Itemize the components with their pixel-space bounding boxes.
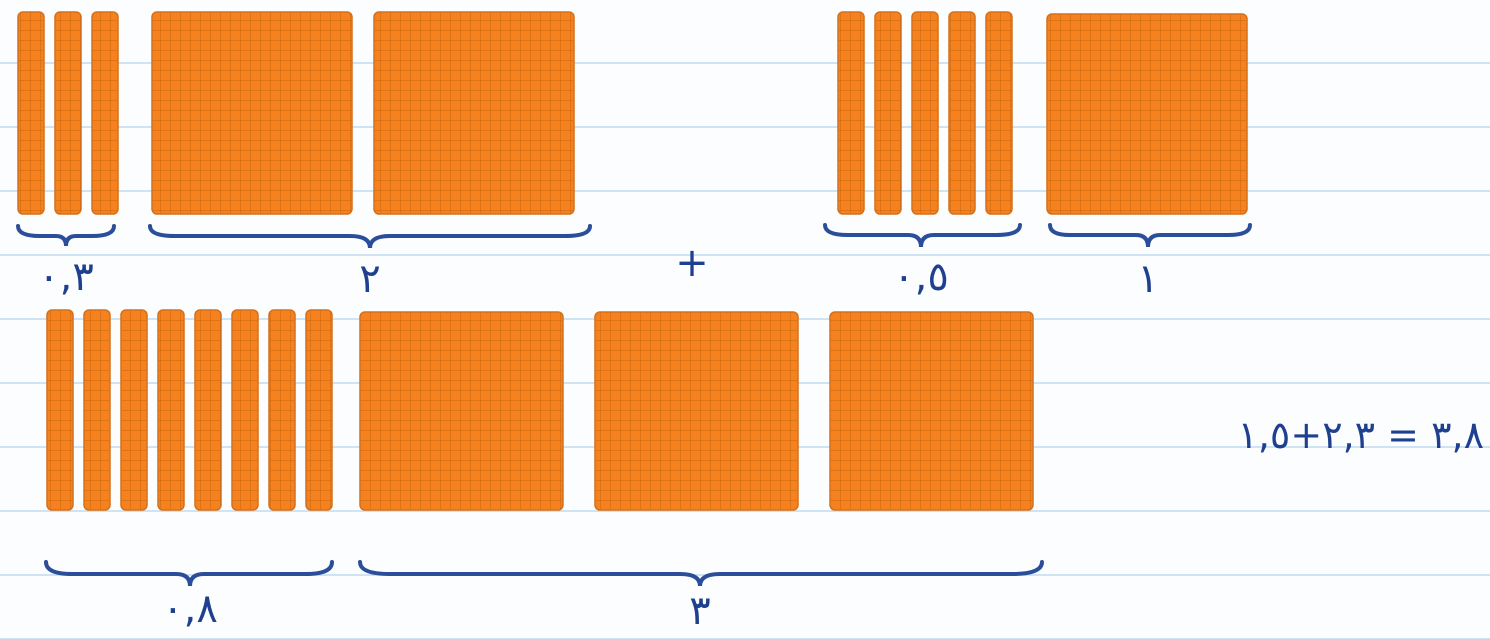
block-grid-overlay <box>875 12 901 214</box>
brace-top-right-tenths <box>825 225 1020 247</box>
label-top-right-ones: ١ <box>1137 256 1158 302</box>
brace-top-left-ones <box>150 226 590 248</box>
block-grid-overlay <box>232 310 258 510</box>
label-top-left-tenths: ٠,٣ <box>38 254 94 300</box>
brace-top-left-tenths <box>18 226 114 246</box>
equation: ٣,٨ = ٢,٣+١,٥ <box>1237 413 1484 457</box>
block-grid-overlay <box>306 310 332 510</box>
block-grid-overlay <box>986 12 1012 214</box>
label-bottom-tenths: ٠,٨ <box>162 586 218 632</box>
block-grid-overlay <box>158 310 184 510</box>
base-ten-blocks <box>18 12 1247 510</box>
block-grid-overlay <box>55 12 81 214</box>
brace-bottom-tenths <box>46 562 332 586</box>
block-grid-overlay <box>595 312 798 510</box>
block-grid-overlay <box>838 12 864 214</box>
block-grid-overlay <box>152 12 352 214</box>
brace-bottom-ones <box>360 562 1042 586</box>
label-top-right-tenths: ٠,٥ <box>893 254 949 300</box>
plus-sign: + <box>675 240 709 286</box>
block-grid-overlay <box>121 310 147 510</box>
brace-top-right-ones <box>1050 225 1250 247</box>
block-grid-overlay <box>92 12 118 214</box>
label-top-left-ones: ٢ <box>359 256 380 302</box>
block-grid-overlay <box>1047 14 1247 214</box>
block-grid-overlay <box>912 12 938 214</box>
block-grid-overlay <box>195 310 221 510</box>
block-grid-overlay <box>830 312 1033 510</box>
block-grid-overlay <box>949 12 975 214</box>
block-grid-overlay <box>84 310 110 510</box>
label-bottom-ones: ٣ <box>689 588 710 634</box>
block-grid-overlay <box>360 312 563 510</box>
block-grid-overlay <box>269 310 295 510</box>
block-grid-overlay <box>47 310 73 510</box>
block-grid-overlay <box>374 12 574 214</box>
block-grid-overlay <box>18 12 44 214</box>
